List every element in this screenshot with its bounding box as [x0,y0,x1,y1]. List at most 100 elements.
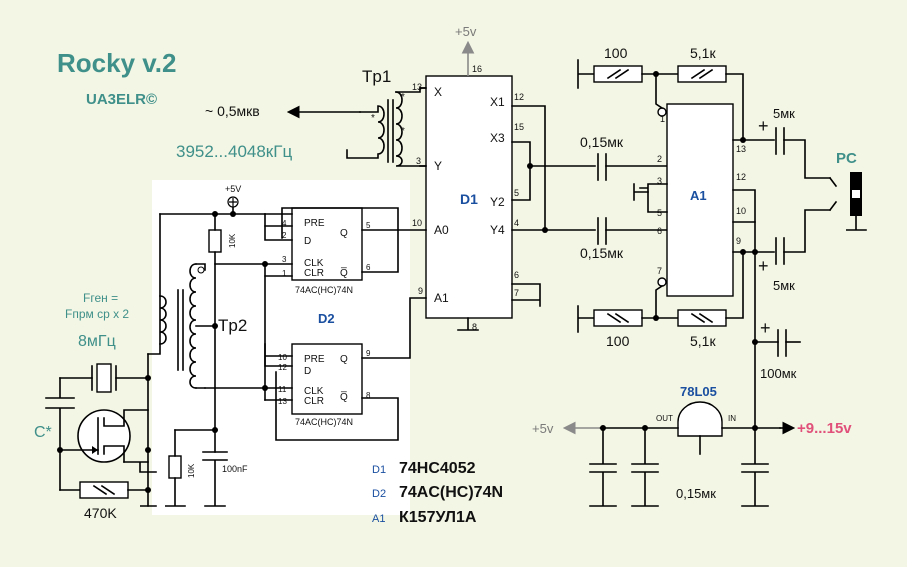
pin-label: PRE [304,218,325,229]
freq-range: 3952...4048кГц [176,142,292,161]
pin-label: 9 [366,349,371,358]
jfet [59,409,149,463]
pin-label: 3 [416,156,421,166]
reg-label: 78L05 [680,384,717,399]
pin-label: 10 [736,206,746,216]
pin-label: 13 [736,144,746,154]
pc-label: PC [836,150,857,167]
pin-label: 12 [278,363,287,372]
r-51k-top-label: 5,1к [690,45,716,61]
pin-label: 12 [514,92,524,102]
pin-label: 13 [278,397,287,406]
r-51k-top [677,65,727,83]
transformer-tp2 [147,213,206,389]
pin-label: 16 [472,64,482,74]
legend-part-2: К157УЛ1А [399,509,477,526]
supply-5v-left: +5V [225,184,241,194]
reg-out: OUT [656,414,673,423]
pin-label: 7 [514,288,519,298]
supply-5v-top: +5v [455,24,477,39]
pin-label: 3 [657,176,662,186]
pin-label: 3 [282,255,287,264]
r-51k-bot [677,309,727,327]
legend-part-0: 74HC4052 [399,460,476,477]
cap-cstar: C* [34,424,52,441]
author: UA3ELR© [86,91,157,108]
pin-label: X3 [490,131,505,145]
pin-label: + [760,318,771,338]
res-470k-label: 470K [84,505,117,521]
pin-label: 9 [736,236,741,246]
c-5mk-top: 5мк [773,106,795,121]
res-10k-bot-label: 10K [187,463,196,478]
pin-label: D [304,366,311,377]
pin-label: CLR [304,268,324,279]
res-470k [79,481,129,499]
res-10k-top [208,229,222,253]
tr1-label: Tp1 [362,67,391,86]
tr2-label: Tp2 [218,316,247,335]
pin-label: X1 [490,95,505,109]
osc-freq: 8мГц [78,333,116,350]
pin-label: 12 [736,172,746,182]
pin-label: Y2 [490,195,505,209]
supply-5v-out: +5v [532,421,554,436]
legend-ref-2: A1 [372,513,385,525]
fgen-line1: Fген = [83,291,118,305]
pin-label: 6 [366,263,371,272]
cap-015-mid [597,217,668,245]
legend-ref-1: D2 [372,488,386,500]
c-015-top: 0,15мк [580,134,624,150]
pin-label: 5 [366,221,371,230]
pin-label: CLR [304,396,324,407]
r-100-top-label: 100 [604,45,628,61]
pin-label: 6 [514,270,519,280]
legend: D1 74HC4052 D2 74AC(HC)74N A1 К157УЛ1А [372,460,503,526]
cap-015-top [597,153,668,181]
pin-label: 5 [514,188,519,198]
ff-b-chip [291,343,363,415]
ff-b-name: 74AC(HC)74N [295,417,353,427]
pin-label: 8 [366,391,371,400]
pin-label: 6 [657,226,662,236]
pin-label: Y [434,159,442,173]
pin-label: Q [340,228,348,239]
cap-5mk-top: + [758,116,831,179]
transformer-tp1: * * * [346,87,427,167]
c-5mk-bot: 5мк [773,278,795,293]
crystal [59,363,149,393]
c-100mk: 100мк [760,366,797,381]
r-100-bot [593,309,643,327]
r-51k-bot-label: 5,1к [690,333,716,349]
pin-label: 15 [514,122,524,132]
title: Rocky v.2 [57,48,176,78]
c-015-reg: 0,15мк [676,486,716,501]
d1-label: D1 [460,191,478,207]
pin-label: 8 [472,322,477,332]
pin-label: CLK [304,386,324,397]
pin-label: CLK [304,258,324,269]
pin-label: Q̅ [340,267,348,279]
pin-label: 4 [514,218,519,228]
output-level: ~ 0,5мкв [205,103,260,119]
pin-label: * [401,92,405,103]
cap-5mk-bot: + [758,209,831,276]
fgen-line2: Fпрм ср x 2 [65,307,129,321]
d2-label: D2 [318,311,335,326]
pin-label: 11 [278,385,287,394]
pin-label: D [304,236,311,247]
pin-label: 1 [660,114,665,124]
regulator-78l05 [677,401,723,455]
pc-connector [828,172,867,231]
pin-label: + [758,116,769,136]
pin-label: X [434,85,442,99]
pin-label: Q [340,354,348,365]
ff-a-name: 74AC(HC)74N [295,285,353,295]
supply-in: +9...15v [797,420,852,437]
r-100-top [593,65,643,83]
pin-label: A1 [434,291,449,305]
reg-in: IN [728,414,736,423]
pin-label: 13 [412,82,422,92]
res-10k-bot [168,455,182,479]
